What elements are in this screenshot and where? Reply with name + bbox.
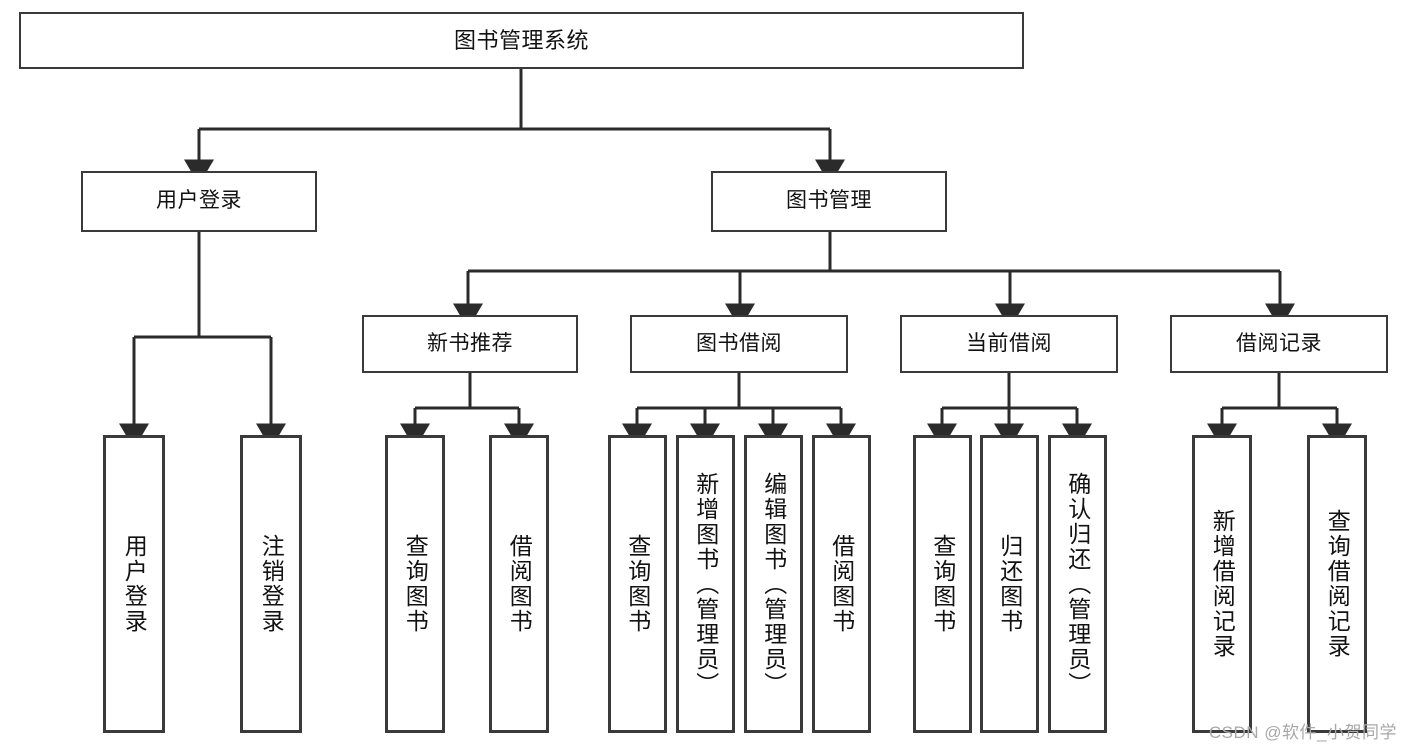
leaf-add-book-admin[interactable]: 新增图书（管理员） <box>676 435 735 733</box>
node-label: 查询图书 <box>929 534 956 634</box>
leaf-query-borrow-record[interactable]: 查询借阅记录 <box>1307 435 1367 733</box>
node-borrow-record[interactable]: 借阅记录 <box>1170 315 1388 373</box>
leaf-query-book-recommend[interactable]: 查询图书 <box>385 435 445 733</box>
node-label: 编辑图书（管理员） <box>760 471 787 697</box>
leaf-confirm-return-admin[interactable]: 确认归还（管理员） <box>1048 435 1107 733</box>
node-label: 注销登录 <box>258 534 285 634</box>
leaf-borrow-book[interactable]: 借阅图书 <box>812 435 871 733</box>
node-label: 确认归还（管理员） <box>1064 471 1091 697</box>
csdn-watermark: CSDN @软件_小贺同学 <box>1208 723 1397 742</box>
leaf-logout[interactable]: 注销登录 <box>240 435 302 733</box>
node-label: 新增图书（管理员） <box>692 471 719 697</box>
node-book-borrow[interactable]: 图书借阅 <box>630 315 848 373</box>
node-label: 图书管理系统 <box>453 27 589 53</box>
leaf-edit-book-admin[interactable]: 编辑图书（管理员） <box>744 435 803 733</box>
node-label: 新书推荐 <box>427 331 513 355</box>
node-label: 借阅图书 <box>828 534 855 634</box>
leaf-query-book-current[interactable]: 查询图书 <box>913 435 972 733</box>
node-new-book-recommend[interactable]: 新书推荐 <box>362 315 578 373</box>
node-label: 查询借阅记录 <box>1324 509 1351 659</box>
node-label: 查询图书 <box>402 534 429 634</box>
leaf-user-login[interactable]: 用户登录 <box>103 435 165 733</box>
node-label: 图书借阅 <box>696 331 782 355</box>
node-label: 借阅图书 <box>506 534 533 634</box>
node-label: 借阅记录 <box>1236 331 1322 355</box>
node-label: 新增借阅记录 <box>1209 509 1236 659</box>
node-label: 用户登录 <box>121 534 148 634</box>
node-user-login[interactable]: 用户登录 <box>81 171 317 232</box>
node-book-management[interactable]: 图书管理 <box>711 171 947 232</box>
leaf-borrow-book-recommend[interactable]: 借阅图书 <box>489 435 549 733</box>
node-book-management-system[interactable]: 图书管理系统 <box>19 12 1024 69</box>
node-label: 用户登录 <box>156 189 242 213</box>
leaf-query-book-borrow[interactable]: 查询图书 <box>608 435 667 733</box>
leaf-return-book[interactable]: 归还图书 <box>980 435 1039 733</box>
node-label: 图书管理 <box>786 189 872 213</box>
node-label: 当前借阅 <box>966 331 1052 355</box>
node-label: 归还图书 <box>996 534 1023 634</box>
node-current-borrow[interactable]: 当前借阅 <box>900 315 1118 373</box>
node-label: 查询图书 <box>624 534 651 634</box>
leaf-add-borrow-record[interactable]: 新增借阅记录 <box>1192 435 1252 733</box>
